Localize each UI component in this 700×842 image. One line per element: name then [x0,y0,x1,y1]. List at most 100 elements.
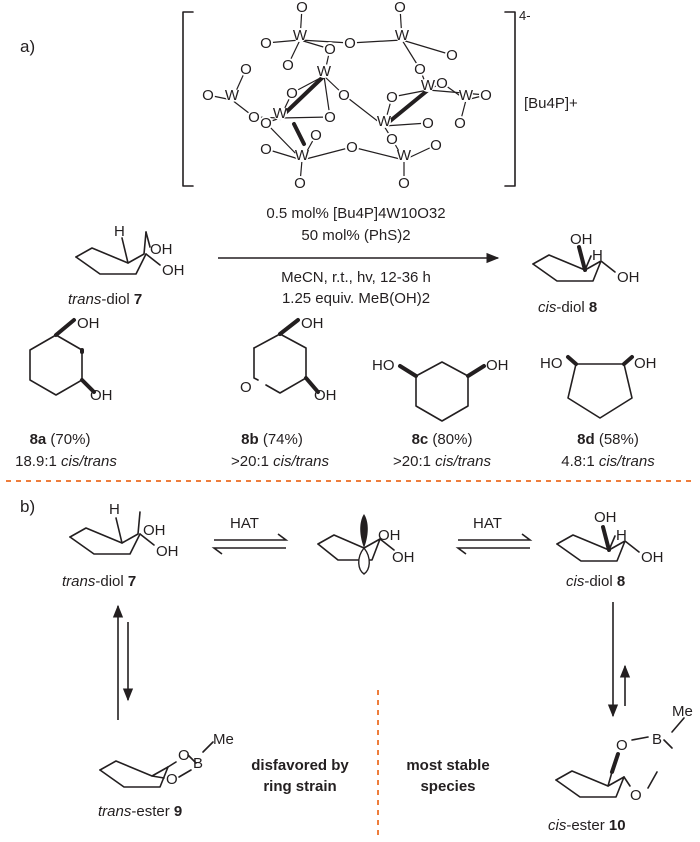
svg-text:8d (58%): 8d (58%) [577,431,639,448]
atom-background [343,36,357,50]
note-disfavored-line1: disfavored by [251,757,349,774]
oh-label-7a-1: OH [150,241,173,258]
atom-background [453,116,467,130]
atom-background [259,36,273,50]
h-label-7b: H [109,501,120,518]
compound-8b-caption: 8b (74%) >20:1 cis/trans [231,431,329,470]
oh-label-8a-1: OH [570,231,593,248]
oxygen-atom: O [324,41,336,58]
compound-8a-structure [29,318,96,396]
atom-background [397,148,411,162]
w-o-bond [382,88,430,128]
atom-background [273,106,287,120]
atom-background [385,132,399,146]
oh-label-8b-1: OH [594,509,617,526]
ring-o-8b: O [240,379,252,396]
tungsten-atom: W [459,87,474,104]
oxygen-atom: O [324,109,336,126]
oxygen-atom: O [436,75,448,92]
note-disfavored-line2: ring strain [263,778,336,795]
tungsten-atom: W [317,63,332,80]
tungsten-atom: W [273,105,288,122]
svg-text:trans-diol 7: trans-diol 7 [68,291,142,308]
condition-boronic-acid: 1.25 equiv. MeB(OH)2 [282,290,430,307]
cis-diol-8-structure-a [532,245,616,282]
panel-b-label: b) [20,497,35,516]
oh-label-7b-1: OH [143,522,166,539]
oxygen-atom: O [310,127,322,144]
w-o-bond [401,39,453,56]
ho-8d: HO [540,355,563,372]
svg-text:8c (80%): 8c (80%) [412,431,473,448]
cis-ester-10-structure [555,717,685,798]
w-o-bond [278,74,326,120]
oh-8a-1: OH [77,315,100,332]
oxygen-atom: O [480,87,492,104]
cis-ester-10-caption: cis-ester 10 [548,817,626,834]
b-label-10: B [652,731,662,748]
oh-8a-2: OH [90,387,113,404]
atom-background [377,114,391,128]
oxygen-atom: O [296,0,308,16]
equilibrium-arrows-left [211,533,289,555]
compound-8a-caption: 8a (70%) 18.9:1 cis/trans [15,431,117,470]
atom-background [317,64,331,78]
ho-8c: HO [372,357,395,374]
trans-diol-7-caption-a: trans-diol 7 [68,291,142,308]
oh-label-8b-2: OH [641,549,664,566]
atom-background [421,116,435,130]
svg-text:>20:1 cis/trans: >20:1 cis/trans [231,453,329,470]
note-most-stable-line1: most stable [406,757,489,774]
atom-background [259,142,273,156]
oh-label-radical-1: OH [378,527,401,544]
atom-background [295,0,309,14]
oh-label-radical-2: OH [392,549,415,566]
o-label-10-1: O [616,737,628,754]
equilibrium-arrows-right [455,533,533,555]
b-label-9: B [193,755,203,772]
oxygen-atom: O [338,87,350,104]
h-label-8b: H [616,527,627,544]
oh-label-8a-2: OH [617,269,640,286]
cis-diol-8-structure-b [556,525,640,562]
compound-8d-structure [566,355,634,419]
atom-background [323,42,337,56]
w-o-bond [301,146,353,161]
condition-disulfide: 50 mol% (PhS)2 [301,227,410,244]
atom-background [309,128,323,142]
svg-text:cis-ester 10: cis-ester 10 [548,817,626,834]
atom-background [459,88,473,102]
note-most-stable-line2: species [420,778,475,795]
atom-background [413,62,427,76]
svg-text:18.9:1 cis/trans: 18.9:1 cis/trans [15,453,117,470]
tungsten-atom: W [377,113,392,130]
w-o-bond [292,122,306,146]
p-orbital-lower-lobe [358,546,370,575]
oxygen-atom: O [240,61,252,78]
oxygen-atom: O [398,175,410,192]
atom-background [293,176,307,190]
svg-text:trans-diol 7: trans-diol 7 [62,573,136,590]
hat-label-left: HAT [230,515,259,532]
atom-background [395,28,409,42]
oxygen-atom: O [248,109,260,126]
o-label-10-2: O [630,787,642,804]
oxygen-atom: O [422,115,434,132]
tungsten-atom: W [225,87,240,104]
tungsten-atom: W [397,147,412,164]
catalyst-brackets [182,11,516,187]
oxygen-atom: O [454,115,466,132]
oh-8d: OH [634,355,657,372]
oxygen-atom: O [344,35,356,52]
panel-a-label: a) [20,37,35,56]
atom-background [429,138,443,152]
svg-text:4.8:1 cis/trans: 4.8:1 cis/trans [561,453,655,470]
atom-background [385,90,399,104]
oh-8b-2: OH [314,387,337,404]
atom-background [421,78,435,92]
oxygen-atom: O [260,141,272,158]
atom-background [239,62,253,76]
